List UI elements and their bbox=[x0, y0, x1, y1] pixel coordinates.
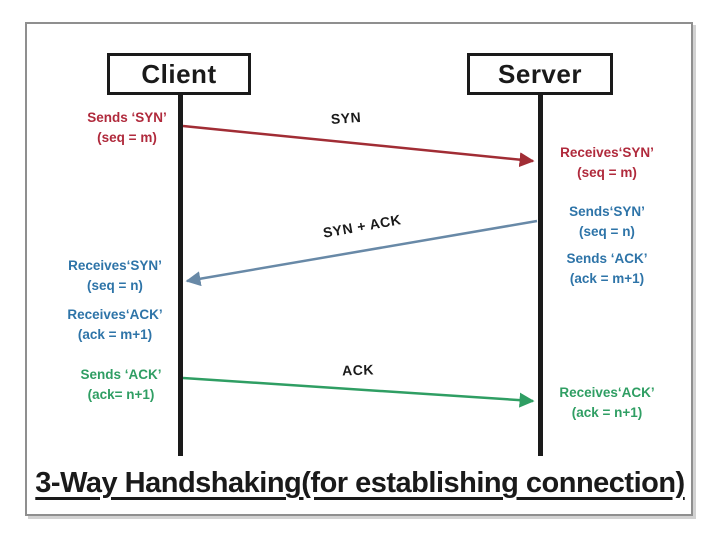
note-line: (ack = m+1) bbox=[77, 327, 153, 342]
note-line: Sends‘SYN’ bbox=[569, 204, 645, 219]
note-line: (seq = m) bbox=[97, 130, 157, 145]
server-note-receives-syn: Receives‘SYN’ (seq = m) bbox=[531, 143, 683, 183]
client-note-sends-ack: Sends ‘ACK’ (ack= n+1) bbox=[45, 365, 197, 405]
note-line: (ack = n+1) bbox=[571, 405, 643, 420]
diagram-title: 3-Way Handshaking(for establishing conne… bbox=[35, 467, 685, 499]
server-note-sends-syn: Sends‘SYN’ (seq = n) bbox=[531, 202, 683, 242]
client-lifeline bbox=[178, 94, 183, 456]
server-box: Server bbox=[467, 53, 613, 95]
note-line: (seq = n) bbox=[87, 278, 143, 293]
client-label: Client bbox=[141, 58, 217, 89]
ack-arrow-label: ACK bbox=[341, 361, 375, 379]
server-label: Server bbox=[498, 58, 582, 89]
client-box: Client bbox=[107, 53, 251, 95]
client-note-receives-syn: Receives‘SYN’ (seq = n) bbox=[39, 256, 191, 296]
server-lifeline bbox=[538, 94, 543, 456]
client-note-sends-syn: Sends ‘SYN’ (seq = m) bbox=[51, 108, 203, 148]
note-line: Sends ‘SYN’ bbox=[87, 110, 167, 125]
server-note-sends-ack: Sends ‘ACK’ (ack = m+1) bbox=[531, 249, 683, 289]
note-line: Receives‘ACK’ bbox=[559, 385, 655, 400]
note-line: Receives‘ACK’ bbox=[67, 307, 163, 322]
note-line: Sends ‘ACK’ bbox=[80, 367, 162, 382]
server-note-receives-ack: Receives‘ACK’ (ack = n+1) bbox=[531, 383, 683, 423]
note-line: Receives‘SYN’ bbox=[560, 145, 654, 160]
note-line: (seq = m) bbox=[577, 165, 637, 180]
client-note-receives-ack: Receives‘ACK’ (ack = m+1) bbox=[39, 305, 191, 345]
note-line: (ack = m+1) bbox=[569, 271, 645, 286]
note-line: Sends ‘ACK’ bbox=[566, 251, 648, 266]
note-line: (ack= n+1) bbox=[87, 387, 155, 402]
note-line: (seq = n) bbox=[579, 224, 635, 239]
note-line: Receives‘SYN’ bbox=[68, 258, 162, 273]
